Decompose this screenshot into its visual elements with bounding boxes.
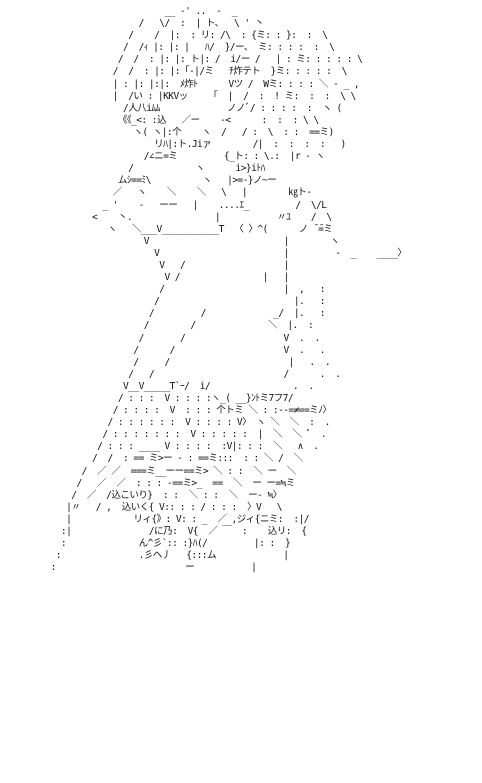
ascii-art-line: / / / . . — [4, 368, 341, 380]
ascii-art-line: V__V_____T`ｰ/ i/ . . — [4, 380, 314, 392]
ascii-art-line: / ／ ／ : : : -==ミ>_ == ＼ ー ー=≒ミ — [4, 477, 295, 489]
ascii-art-line: ヽ ＼___V___________T 〈 〉^( ノ ̄ ̄=ミ — [4, 223, 333, 235]
ascii-art-line: / : : : V : : : :ヽ_( __}ﾝﾄミ7フ7/ — [4, 393, 294, 404]
ascii-art-line: / /ｨ |: |: | ﾊ/ }/ー、 ミ: : : : : \ — [4, 42, 335, 54]
ascii-art-line: / / V . . — [4, 332, 321, 344]
ascii-art-line: V / | — [4, 259, 398, 271]
ascii-art-line: /人八iﾑﾑ ノノﾞ/ : : : : : ヽ ( — [4, 102, 342, 114]
ascii-art-line: : .彡ヘ丿 {:::ム | — [4, 550, 289, 562]
ascii-art-line: / : : : : : : : V : : : : : | ＼ ＼ ゜ . — [4, 429, 327, 441]
ascii-art-line: ヽ( ヽ|:个 ヽ / / : \ : : ==ミ) — [4, 126, 334, 138]
ascii-art-line: 《《_<: :込 ／ー -< : : : \ \ — [4, 114, 319, 126]
ascii-art-line: :| /に乃: V{ ／ ￣ : 込リ: { — [4, 526, 307, 538]
ascii-art-line: / | , : — [4, 284, 325, 296]
ascii-art-line: : ー | — [4, 562, 257, 574]
ascii-art-line: / / V . . — [4, 344, 325, 356]
ascii-art-line: | リィ{》: V: : _ ／ ,ジィ{ニミ: :|/ — [4, 513, 309, 525]
ascii-art-line: | : |: |:|: ﾒ炸ﾄ Vツ / Wミ: : : : ＼ ‐ _ , — [4, 78, 360, 90]
ascii-art-line: / : : : : V : : : 个トミ ＼ : :‐‐=≠==ミﾉ〉 — [4, 405, 332, 417]
ascii-art-line: / / : == ミ>ー - : ==ミ::: : : ＼ / ＼ — [4, 453, 303, 465]
ascii-art-line: / ヽ i>}iﾄﾊ — [4, 163, 265, 175]
ascii-art-line: / |. : — [4, 296, 325, 308]
ascii-art-line: / : : : ____ V : : : : :V|: : : ＼ ∧ . — [4, 441, 319, 453]
ascii-art-line: / \/ : | ト、 \ ' 丶 — [4, 18, 265, 30]
ascii-art-line: /∠ニ=ミ {_ト: : \.: |r ‐ ヽ — [4, 151, 326, 163]
ascii-art-line: V | ヽ — [4, 235, 376, 247]
ascii-art-line: | /い : |KKVッ 「 | / : ! ミ: : : \ \ — [4, 90, 357, 102]
ascii-art-line: / / _/ |. : — [4, 308, 326, 320]
ascii-art-line: / / ＼ |. : — [4, 320, 314, 332]
ascii-art-line: ムｼ==ﾐ\ ヽ |>=-}ノ~ー — [4, 175, 277, 187]
ascii-art-figure: __ -' .. - _ / \/ : | ト、 \ ' 丶 / / |: : … — [4, 6, 407, 574]
ascii-art-line: __ -' .. - _ — [4, 6, 237, 17]
ascii-art-line: |〃 / , 込いく{ V:: : : / : : : 〉V \ — [4, 501, 303, 513]
ascii-art-line: < 丶. | 〃ﾕ / \ — [4, 211, 332, 223]
ascii-art-line: : ん^彡`:: :}ﾊ(/ |: : } — [4, 538, 291, 550]
ascii-art-line: / / : |: |:「-|/ミ ﾁ炸テト }ミ: : : : : \ — [4, 66, 348, 78]
ascii-art-line: ／ ヽ ＼ ＼ \ | ㎏ト- — [4, 187, 313, 199]
ascii-art-line: / / |: : リ: /\ : {ミ: : }: : \ — [4, 30, 328, 42]
ascii-art-line: V / | | — [4, 272, 289, 284]
ascii-art-line: リﾊ|:ト.Jiァ /| : : : : ) — [4, 139, 346, 151]
ascii-art-line: / ／ /込こいり} : : ＼ : : ＼ ー‐ ≒〉 — [4, 489, 282, 501]
ascii-art-line: / / | . . — [4, 356, 331, 368]
ascii-art-line: / / : |: |: ト|: / i/ー / | : ミ: : : : : \ — [4, 54, 363, 66]
ascii-art-line: / : : : : : : V : : : : V〉 ヽ ＼ ＼ : . — [4, 417, 331, 429]
ascii-art-line: _ ' - ーー | ....ｴ_ / \/L — [4, 199, 327, 211]
ascii-art-line: V | - _ ____〉 — [4, 247, 407, 259]
ascii-art-line: / ／ ／ ===ミ__ーー==ミ> ＼ : : ＼ ー ＼ — [4, 465, 297, 477]
